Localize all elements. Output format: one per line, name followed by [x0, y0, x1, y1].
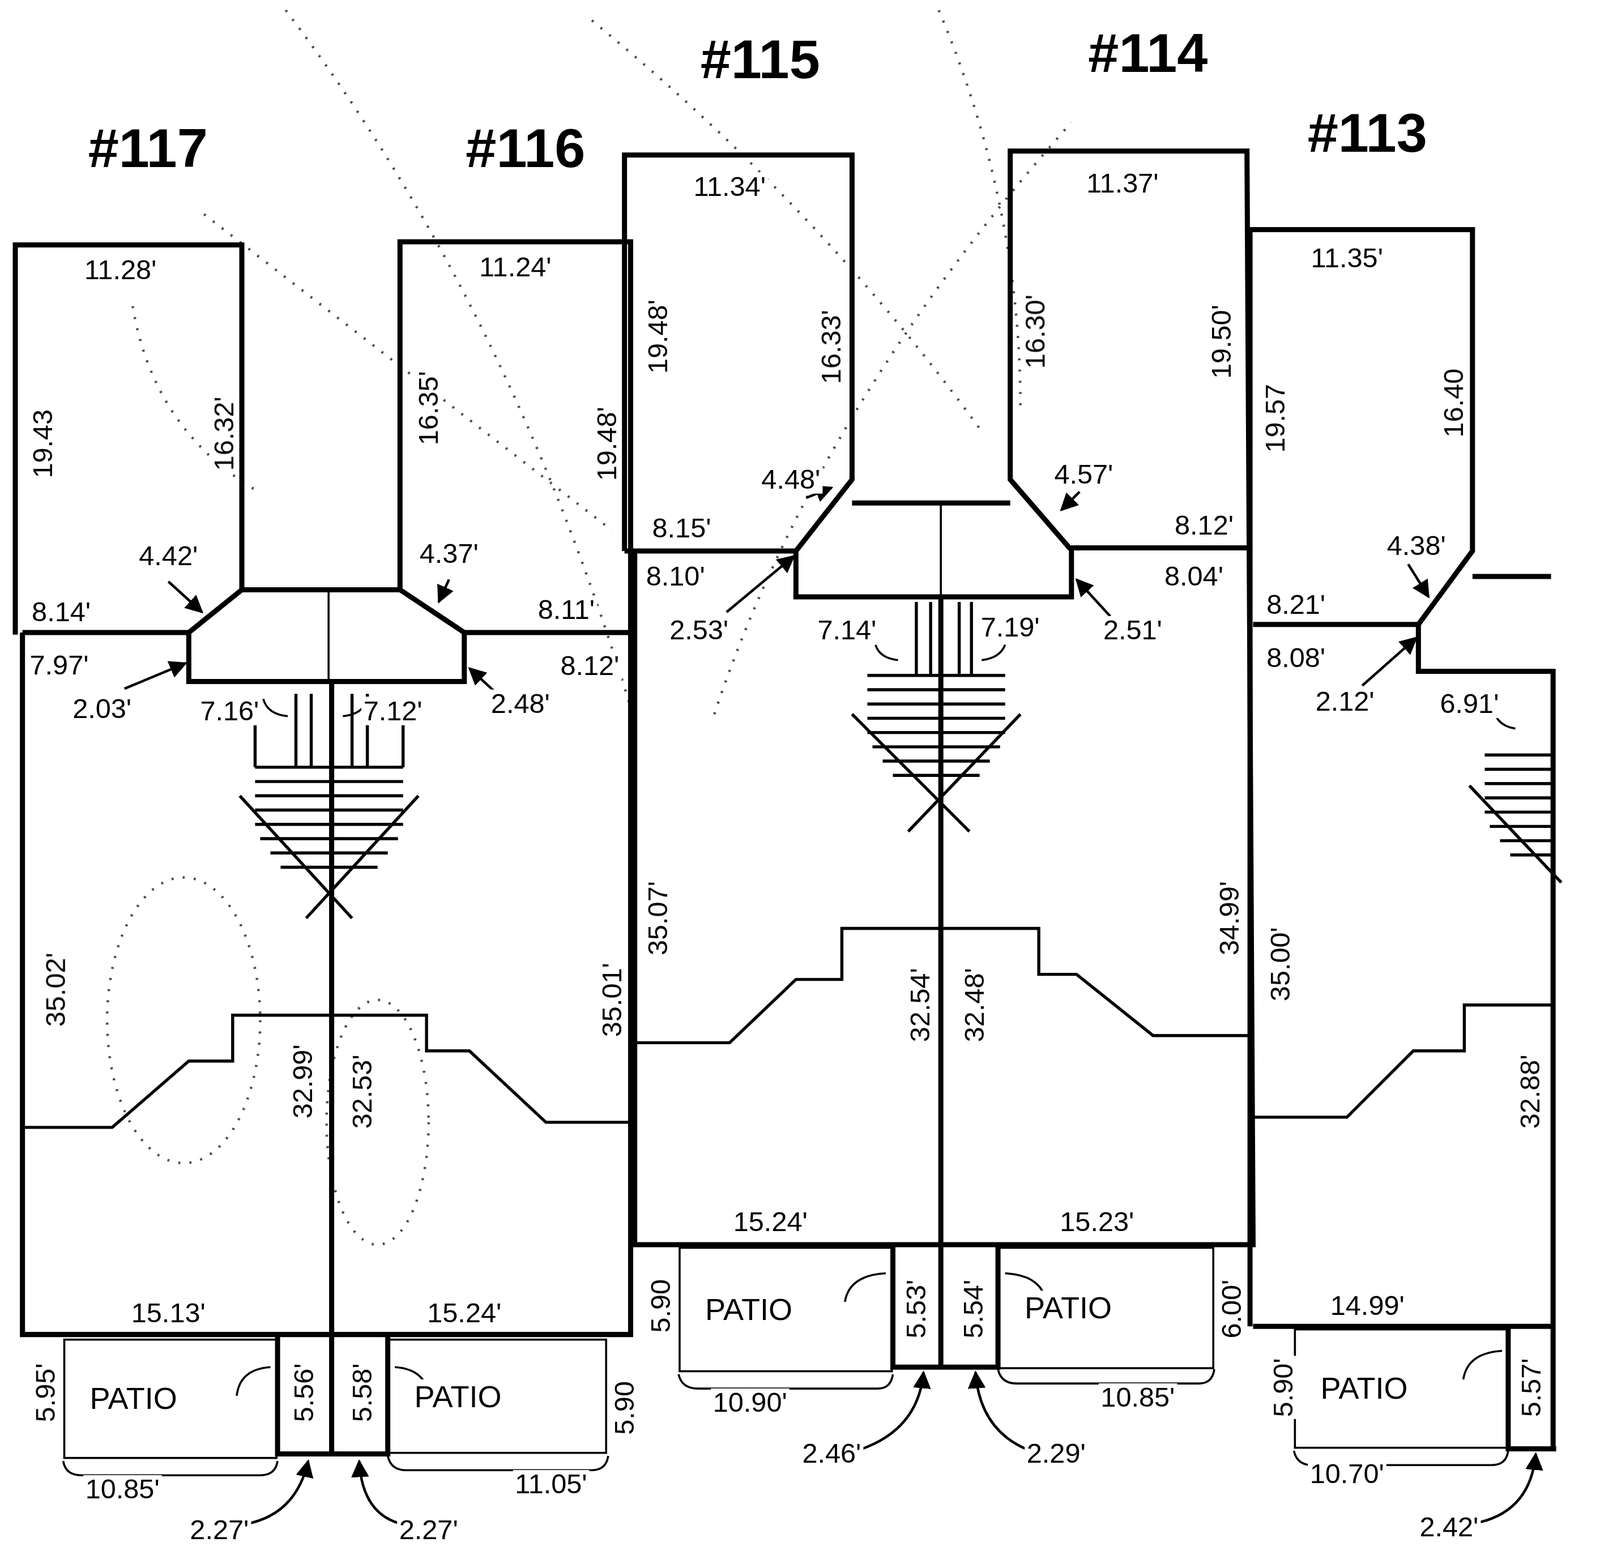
dimension-label: 2.46'	[800, 1439, 864, 1469]
dimension-label: 4.37'	[417, 539, 481, 569]
dimension-label: 11.05'	[513, 1470, 590, 1500]
dimension-label: 15.24'	[731, 1208, 810, 1237]
dimension-label: 19.43	[28, 407, 58, 481]
dimension-label: 6.91'	[1438, 689, 1501, 719]
dimension-label: 7.12'	[361, 696, 425, 726]
dimension-label: 2.48'	[488, 689, 552, 719]
dimension-label: 35.02'	[41, 950, 71, 1030]
dimension-label: 8.12'	[1172, 510, 1236, 540]
dimension-label: 7.16'	[198, 696, 262, 726]
entries	[277, 1247, 1557, 1455]
dimension-label: 35.00'	[1266, 924, 1296, 1004]
dimension-label: 2.27'	[397, 1516, 460, 1546]
area-label: PATIO	[87, 1381, 179, 1417]
patio-area: PATIO	[387, 1338, 608, 1455]
unit-number: #116	[463, 118, 588, 177]
dimension-label: 5.56'	[289, 1361, 319, 1425]
dimension-label: 10.90'	[710, 1388, 789, 1418]
unit-number: #117	[86, 118, 210, 177]
dimension-label: 5.90'	[1269, 1356, 1299, 1420]
dimension-label: 10.70'	[1307, 1460, 1386, 1489]
dimension-label: 15.13'	[129, 1298, 208, 1328]
dimension-label: 5.54'	[958, 1277, 988, 1341]
dotted-overlay	[107, 10, 1072, 1245]
dimension-label: 15.23'	[1057, 1208, 1137, 1237]
dimension-label: 7.97'	[27, 650, 91, 680]
dimension-label: 11.34'	[691, 172, 768, 202]
dimension-label: 35.07'	[643, 879, 673, 958]
dimension-label: 14.99'	[1328, 1291, 1407, 1321]
dimension-label: 5.58'	[347, 1361, 377, 1425]
dimension-label: 32.99'	[288, 1042, 318, 1121]
dimension-label: 8.11'	[535, 595, 597, 625]
dimension-label: 4.42'	[137, 541, 200, 571]
dimension-label: 8.08'	[1264, 643, 1328, 673]
dimension-label: 6.00'	[1217, 1277, 1247, 1341]
dimension-label: 5.57'	[1517, 1356, 1547, 1420]
dimension-label: 32.48'	[960, 966, 989, 1045]
area-label: PATIO	[1318, 1371, 1410, 1406]
unit-number: #113	[1305, 103, 1429, 162]
dimension-label: 32.88'	[1516, 1052, 1546, 1132]
dimension-label: 19.50'	[1206, 302, 1236, 381]
dimension-label: 2.03'	[70, 694, 134, 724]
dimension-label: 10.85'	[83, 1475, 162, 1505]
dimension-label: 11.24'	[477, 253, 554, 283]
door-swings	[236, 645, 1516, 1397]
dimension-label: 8.12'	[558, 651, 622, 681]
dimension-label: 5.53'	[901, 1277, 931, 1341]
dimension-label: 8.15'	[650, 514, 714, 544]
patio-area: PATIO	[63, 1338, 278, 1460]
patio-area: PATIO	[678, 1247, 893, 1373]
dimension-label: 34.99'	[1215, 879, 1245, 958]
dimension-label: 32.54'	[906, 966, 936, 1045]
dimension-label: 32.53'	[347, 1052, 377, 1132]
dimension-label: 7.14'	[815, 616, 879, 646]
walls	[15, 151, 1553, 1455]
dimension-label: 8.21'	[1264, 590, 1328, 620]
thin-lines	[22, 502, 1554, 1128]
dimension-label: 2.29'	[1024, 1439, 1088, 1469]
dimension-label: 8.14'	[30, 597, 93, 627]
leader-arrows	[124, 487, 1536, 1525]
dimension-label: 5.90	[646, 1277, 676, 1335]
dimension-label: 11.35'	[1308, 243, 1386, 273]
dimension-label: 8.10'	[643, 561, 707, 591]
dimension-label: 7.19'	[978, 613, 1042, 643]
dimension-label: 35.01'	[597, 961, 627, 1040]
unit-number: #115	[698, 30, 822, 88]
dimension-label: 4.48'	[759, 464, 823, 494]
dimension-label: 16.40	[1439, 366, 1469, 440]
dimension-label: 19.48'	[592, 404, 622, 484]
dimension-label: 11.28'	[82, 256, 159, 285]
unit-number: #114	[1086, 24, 1210, 83]
dimension-label: 10.85'	[1098, 1383, 1177, 1413]
dimension-label: 11.37'	[1084, 169, 1162, 199]
dimension-label: 16.33'	[817, 307, 847, 386]
dimension-label: 16.35'	[414, 369, 443, 448]
patio-area: PATIO	[997, 1247, 1215, 1370]
dimension-label: 4.57'	[1052, 459, 1116, 489]
dimension-label: 19.48'	[643, 297, 673, 376]
dimension-label: 8.04'	[1162, 561, 1226, 591]
dimension-label: 16.30'	[1021, 292, 1051, 371]
dimension-label: 15.24'	[425, 1298, 504, 1328]
dimension-label: 19.57	[1261, 381, 1291, 455]
dimension-label: 2.42'	[1417, 1513, 1481, 1543]
area-label: PATIO	[702, 1292, 795, 1328]
stairs	[239, 602, 1561, 919]
dimension-label: 2.12'	[1313, 687, 1377, 717]
dimension-label: 2.51'	[1101, 616, 1164, 646]
area-label: PATIO	[1022, 1290, 1114, 1326]
dimension-label: 16.32'	[210, 394, 240, 473]
dimension-label: 5.95'	[31, 1361, 61, 1425]
area-label: PATIO	[412, 1379, 504, 1414]
dimension-label: 5.90	[609, 1379, 639, 1437]
patio-area: PATIO	[1294, 1328, 1509, 1450]
dimension-label: 2.27'	[188, 1516, 251, 1546]
dimension-label: 4.38'	[1384, 531, 1448, 561]
dimension-label: 2.53'	[667, 616, 731, 646]
